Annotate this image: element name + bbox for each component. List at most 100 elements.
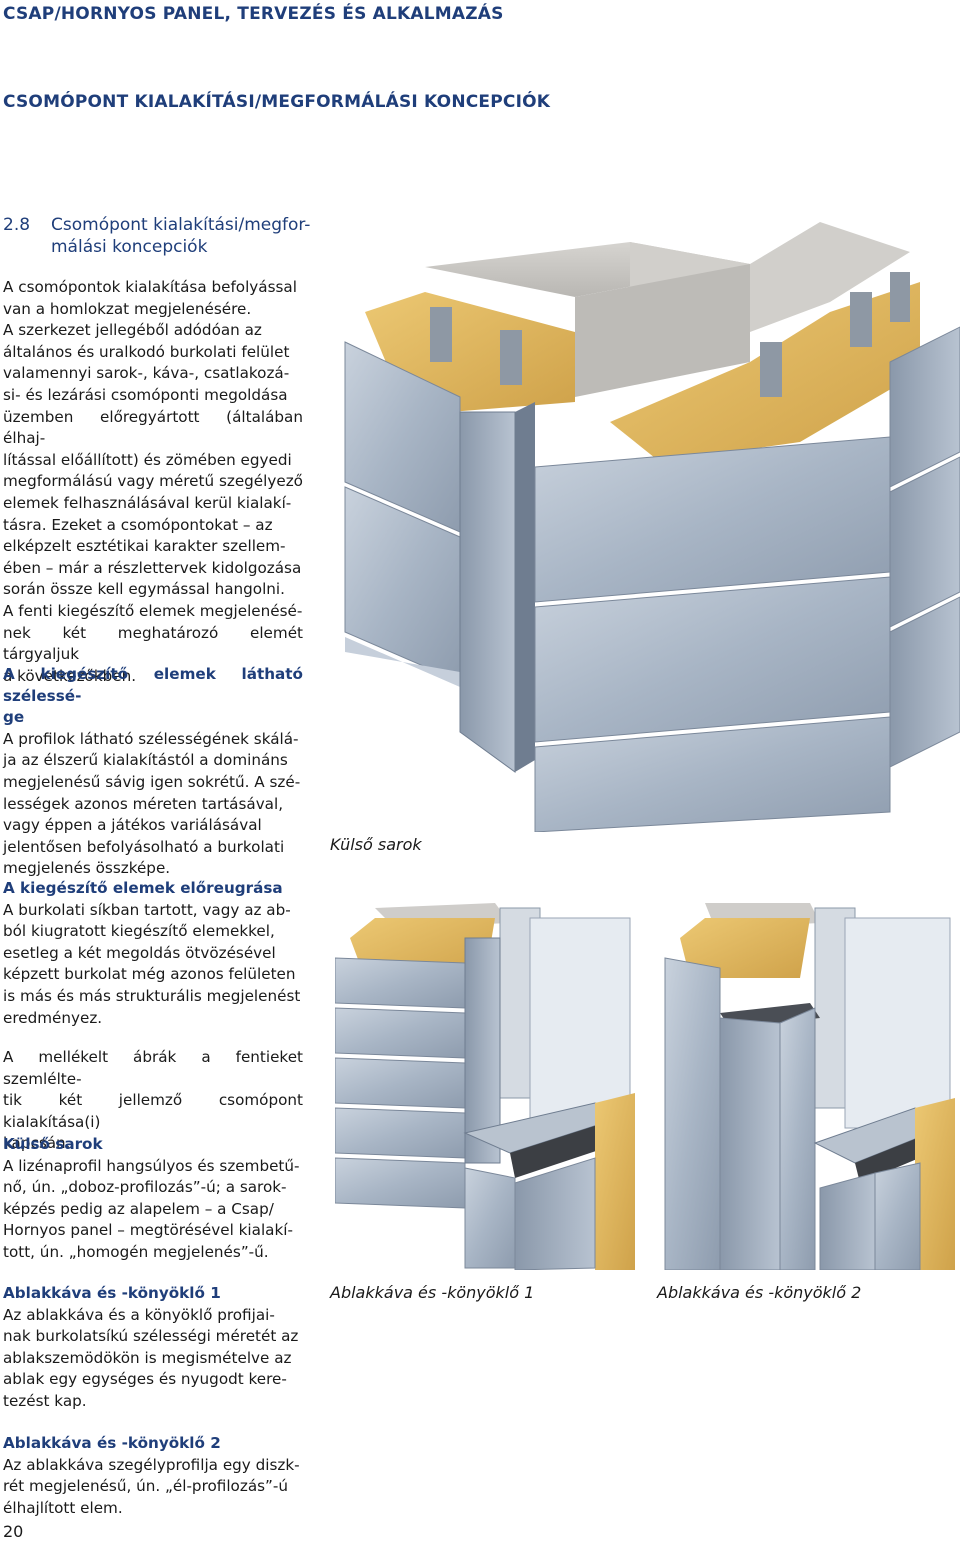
text-line: lességek azonos méreten tartásával, <box>3 794 284 813</box>
bracket <box>850 292 872 347</box>
facade-panel <box>464 1167 516 1269</box>
facade-panel <box>335 1007 466 1059</box>
facade-panel <box>719 1017 781 1270</box>
text-line: a következőkben. <box>3 666 137 685</box>
text-line: A csomópontok kialakítása befolyással <box>3 278 297 296</box>
facade-panel <box>819 1172 876 1270</box>
text-line: tezést kap. <box>3 1391 87 1410</box>
text-line: esetleg a két megoldás ötvözésével <box>3 943 276 962</box>
facade-panel <box>664 957 721 1270</box>
facade-panel <box>514 1157 596 1270</box>
lisena-profile-side <box>515 402 535 772</box>
concrete-slab-side <box>575 264 750 397</box>
text-line: Hornyos panel – megtörésével kialakí- <box>3 1221 293 1240</box>
text-line: elképzelt esztétikai karakter szellem- <box>3 537 286 556</box>
block-projection: A kiegészítő elemek előreugrása A burkol… <box>3 878 303 1029</box>
facade-panel <box>335 1057 466 1109</box>
facade-panel <box>534 716 891 832</box>
block-window-1: Ablakkáva és -könyöklő 1 Az ablakkáva és… <box>3 1283 303 1413</box>
text-line: vagy éppen a játékos variálásával <box>3 816 262 835</box>
block-heading: A kiegészítő elemek látható szélessé- <box>3 665 303 705</box>
text-line: képzett burkolat még azonos felületen <box>3 965 296 984</box>
text-line: ablak egy egységes és nyugodt kere- <box>3 1370 287 1389</box>
page-header-subtitle: CSOMÓPONT KIALAKÍTÁSI/MEGFORMÁLÁSI KONCE… <box>3 92 551 112</box>
caption-window-2: Ablakkáva és -könyöklő 2 <box>657 1283 862 1302</box>
text-line: ablakszemödökön is megismételve az <box>3 1348 292 1367</box>
block-heading: Ablakkáva és -könyöklő 2 <box>3 1434 221 1452</box>
text-line: nő, ún. „doboz-profilozás”-ú; a sarok- <box>3 1178 287 1197</box>
text-line: tott, ún. „homogén megjelenés”-ű. <box>3 1242 269 1261</box>
wall-panel-right <box>889 456 960 628</box>
text-line: során össze kell egymással hangolni. <box>3 580 285 599</box>
text-line: ból kiugratott kiegészítő elemekkel, <box>3 922 275 941</box>
text-line: Az ablakkáva és a könyöklő profijai- <box>3 1305 275 1324</box>
window-sill <box>463 1102 635 1154</box>
intro-paragraph: A csomópontok kialakítása befolyással va… <box>3 277 303 687</box>
window-glass <box>529 917 631 1129</box>
text-line: van a homlokzat megjelenésére. <box>3 299 252 318</box>
caption-window-1: Ablakkáva és -könyöklő 1 <box>330 1283 535 1302</box>
text-line: A fenti kiegészítő elemek megjelenésé- <box>3 601 303 620</box>
text-line: nek két meghatározó elemét tárgyaljuk <box>3 623 303 664</box>
section-heading: 2.8 Csomópont kialakítási/megfor- málási… <box>3 214 323 258</box>
text-line: nak burkolatsíkú szélességi méretét az <box>3 1327 299 1346</box>
text-line: A profilok látható szélességének skálá- <box>3 729 299 748</box>
page-header-title: CSAP/HORNYOS PANEL, TERVEZÉS ÉS ALKALMAZ… <box>3 4 504 24</box>
window-reveal-1-illustration <box>335 903 635 1270</box>
text-line: si- és lezárási csomóponti megoldása <box>3 385 288 404</box>
insulation-side <box>915 1098 955 1270</box>
lisena-profile <box>459 411 516 773</box>
block-heading: Külső sarok <box>3 1135 103 1153</box>
text-line: általános és uralkodó burkolati felület <box>3 342 290 361</box>
text-line: A lizénaprofil hangsúlyos és szembetű- <box>3 1156 300 1175</box>
insulation <box>680 918 810 978</box>
window-glass <box>844 917 951 1129</box>
bracket <box>890 272 910 322</box>
bracket <box>500 330 522 385</box>
external-corner-illustration <box>344 222 960 832</box>
text-line: is más és más strukturális megjelenést <box>3 986 301 1005</box>
text-line: elemek felhasználásával kerül kialakí- <box>3 493 292 512</box>
window-jamb-profile <box>464 937 501 1164</box>
block-external-corner: Külső sarok A lizénaprofil hangsúlyos és… <box>3 1134 303 1264</box>
block-attached-figures: A mellékelt ábrák a fentieket szemlélte-… <box>3 1047 303 1155</box>
bracket <box>760 342 782 397</box>
text-line: tik két jellemző csomópont kialakítása(i… <box>3 1091 303 1131</box>
text-line: megjelenés összképe. <box>3 859 171 878</box>
text-line: kapcsán. <box>3 1134 71 1153</box>
text-line: élhajlított elem. <box>3 1498 123 1517</box>
text-line: A burkolati síkban tartott, vagy az ab- <box>3 900 291 919</box>
section-title-line1: Csomópont kialakítási/megfor- <box>51 215 311 235</box>
text-line: eredményez. <box>3 1008 103 1027</box>
wall-panel-right <box>889 326 960 488</box>
text-line: valamennyi sarok-, káva-, csatlakozá- <box>3 364 290 383</box>
wall-panel-joint <box>345 637 460 687</box>
text-line: üzemben előregyártott (általában élhaj- <box>3 407 303 448</box>
bracket <box>430 307 452 362</box>
text-line: tásra. Ezeket a csomópontokat – az <box>3 515 273 534</box>
text-line: ja az élszerű kialakítástól a domináns <box>3 751 288 770</box>
block-window-2: Ablakkáva és -könyöklő 2 Az ablakkáva sz… <box>3 1433 303 1519</box>
facade-panel <box>534 576 891 743</box>
text-line: ében – már a részlettervek kidolgozása <box>3 558 302 577</box>
facade-panel <box>779 1007 816 1270</box>
wall-panel-right <box>889 596 960 768</box>
section-title-line2: málási koncepciók <box>51 237 208 257</box>
text-line: képzés pedig az alapelem – a Csap/ <box>3 1199 274 1218</box>
facade-panel <box>335 1107 466 1159</box>
block-heading: ge <box>3 708 25 727</box>
text-line: A szerkezet jellegéből adódóan az <box>3 321 262 340</box>
insulation-side <box>595 1093 635 1270</box>
facade-panel <box>534 436 891 603</box>
facade-panel <box>874 1162 921 1270</box>
text-line: jelentősen befolyásolható a burkolati <box>3 837 285 856</box>
block-heading: Ablakkáva és -könyöklő 1 <box>3 1284 221 1302</box>
text-line: A mellékelt ábrák a fentieket szemlélte- <box>3 1048 303 1088</box>
facade-panel <box>335 957 466 1009</box>
block-heading: A kiegészítő elemek előreugrása <box>3 879 283 897</box>
caption-external-corner: Külső sarok <box>330 835 422 854</box>
section-number: 2.8 <box>3 215 31 235</box>
window-reveal-2-illustration <box>664 903 955 1270</box>
text-line: megformálású vagy méretű szegélyező <box>3 472 303 491</box>
page-number: 20 <box>3 1522 24 1541</box>
